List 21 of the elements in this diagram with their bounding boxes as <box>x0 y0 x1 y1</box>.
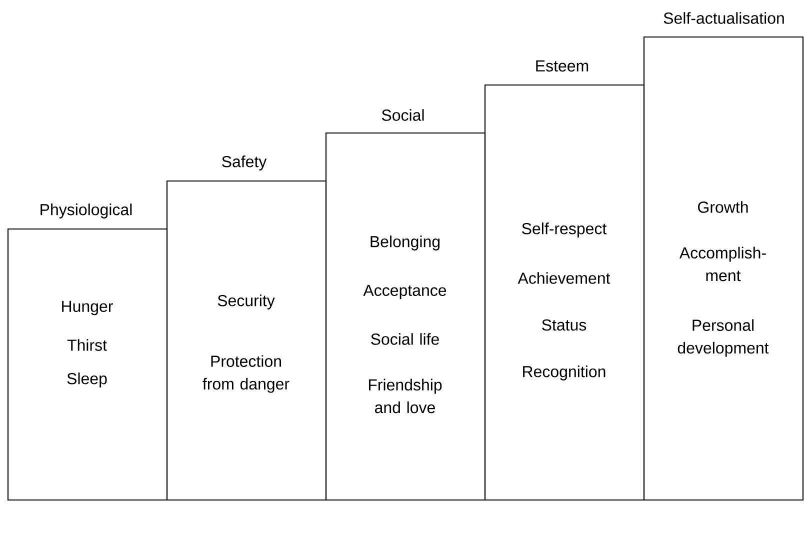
need-label: Security <box>218 294 275 310</box>
step-heading: Physiological <box>40 204 132 218</box>
need-label: Acceptance <box>363 284 446 300</box>
need-label: Thirst <box>67 339 107 351</box>
step-heading: Self-actualisation <box>664 12 784 24</box>
need-label: Sleep <box>67 372 107 388</box>
need-label: Hunger <box>62 300 113 316</box>
step-heading: Social <box>382 109 424 121</box>
need-label: Personal development <box>678 319 769 357</box>
step-heading: Safety <box>222 156 267 170</box>
need-label: Accomplish-ment <box>679 246 766 282</box>
need-label: Achievement <box>518 272 610 284</box>
need-label: Status <box>542 319 586 331</box>
need-label: Friendship and love <box>368 378 442 414</box>
need-label: Protection from danger <box>202 355 290 393</box>
need-label: Self-respect <box>522 222 607 238</box>
need-label: Recognition <box>523 366 606 380</box>
step-heading: Esteem <box>536 60 588 72</box>
need-label: Social life <box>371 333 439 345</box>
need-label: Growth <box>698 201 748 213</box>
need-label: Belonging <box>370 236 440 250</box>
